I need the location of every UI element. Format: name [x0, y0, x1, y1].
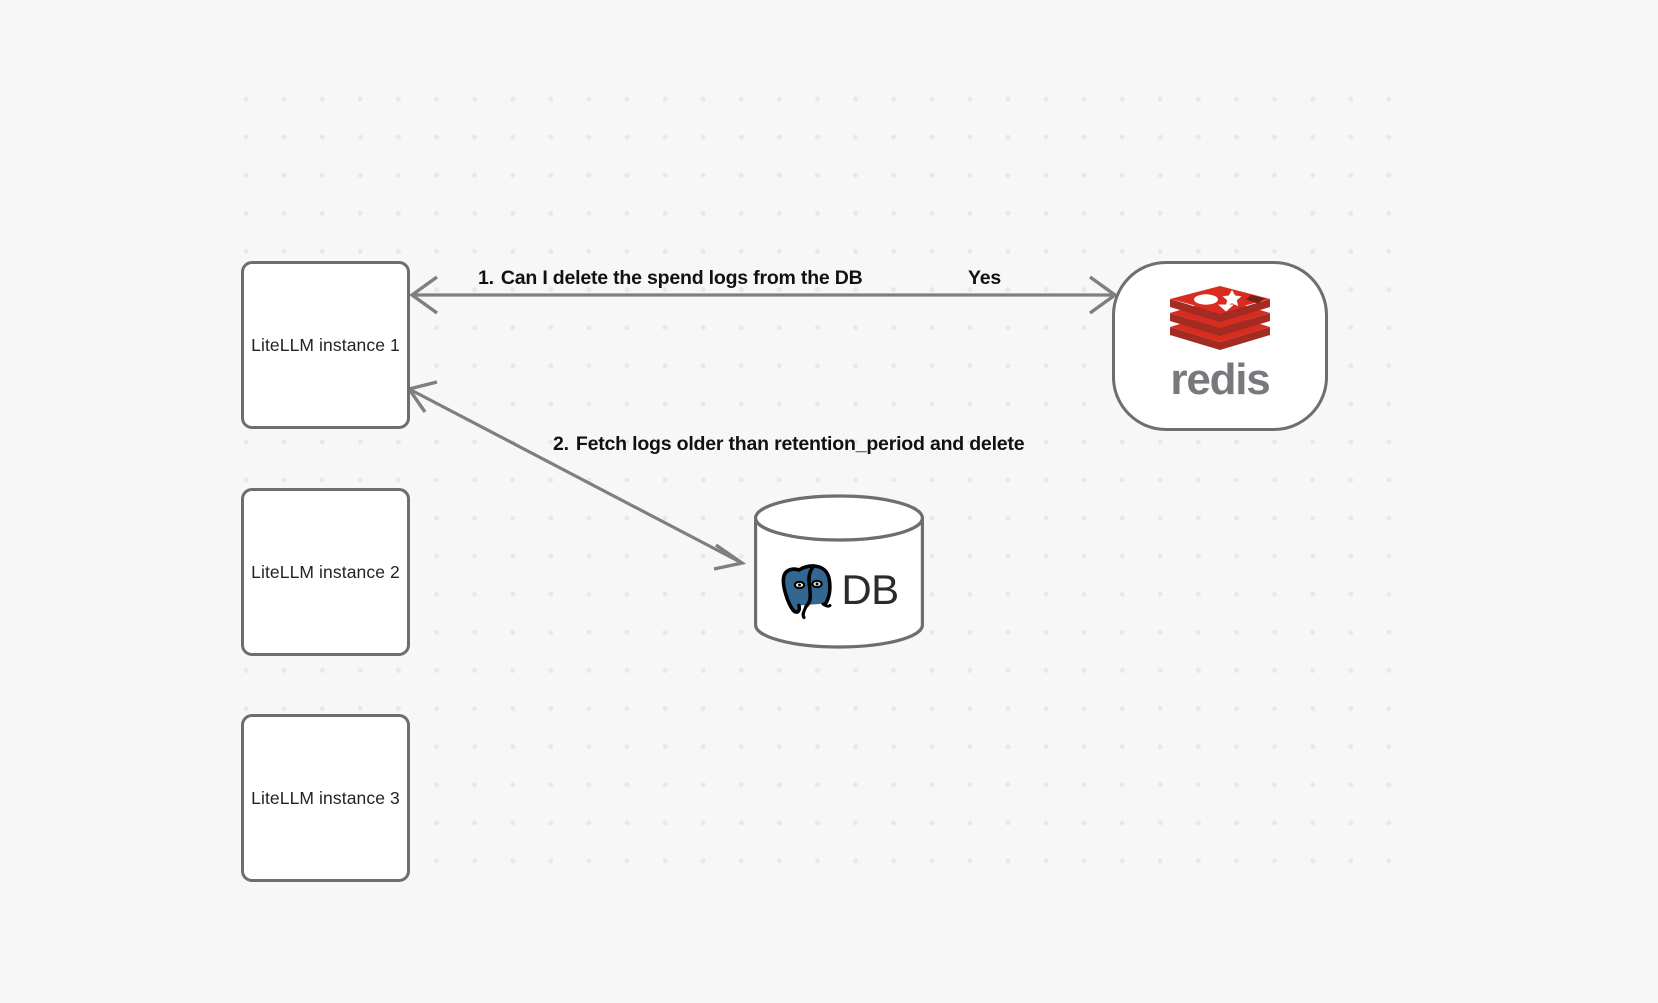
- step-text: Can I delete the spend logs from the DB: [500, 267, 863, 289]
- edge-litellm1-db: [406, 380, 747, 571]
- node-label: LiteLLM instance 2: [251, 561, 400, 582]
- redis-logo-icon: [1170, 286, 1270, 350]
- node-litellm-instance-2[interactable]: LiteLLM instance 2: [241, 488, 410, 656]
- database-label: DB: [841, 565, 899, 613]
- redis-wordmark: redis: [1170, 355, 1270, 404]
- step-number: 1.: [478, 267, 494, 289]
- node-label: LiteLLM instance 3: [251, 787, 400, 808]
- node-database[interactable]: DB: [753, 494, 925, 649]
- step-text: Fetch logs older than retention_period a…: [575, 433, 1025, 455]
- edge-line: [410, 388, 741, 564]
- node-label: LiteLLM instance 1: [251, 334, 400, 355]
- node-redis[interactable]: redis: [1112, 261, 1328, 431]
- arrowhead-lower: [713, 543, 747, 571]
- node-litellm-instance-3[interactable]: LiteLLM instance 3: [241, 714, 410, 882]
- step-number: 2.: [553, 433, 569, 455]
- edge-label-step-1: 1. Can I delete the spend logs from the D…: [478, 267, 863, 290]
- node-litellm-instance-1[interactable]: LiteLLM instance 1: [241, 261, 410, 429]
- cylinder-shape: [753, 494, 925, 649]
- arrowhead-right: [1089, 275, 1118, 315]
- edge-label-reply-yes: Yes: [968, 267, 1002, 289]
- database-brand: DB: [753, 512, 925, 667]
- edge-label-step-2: 2. Fetch logs older than retention_period…: [553, 433, 1025, 456]
- arrowhead-upper: [406, 380, 438, 413]
- postgresql-elephant-icon: [781, 563, 832, 619]
- arrowhead-left: [409, 275, 438, 315]
- redis-brand: redis: [1166, 286, 1274, 402]
